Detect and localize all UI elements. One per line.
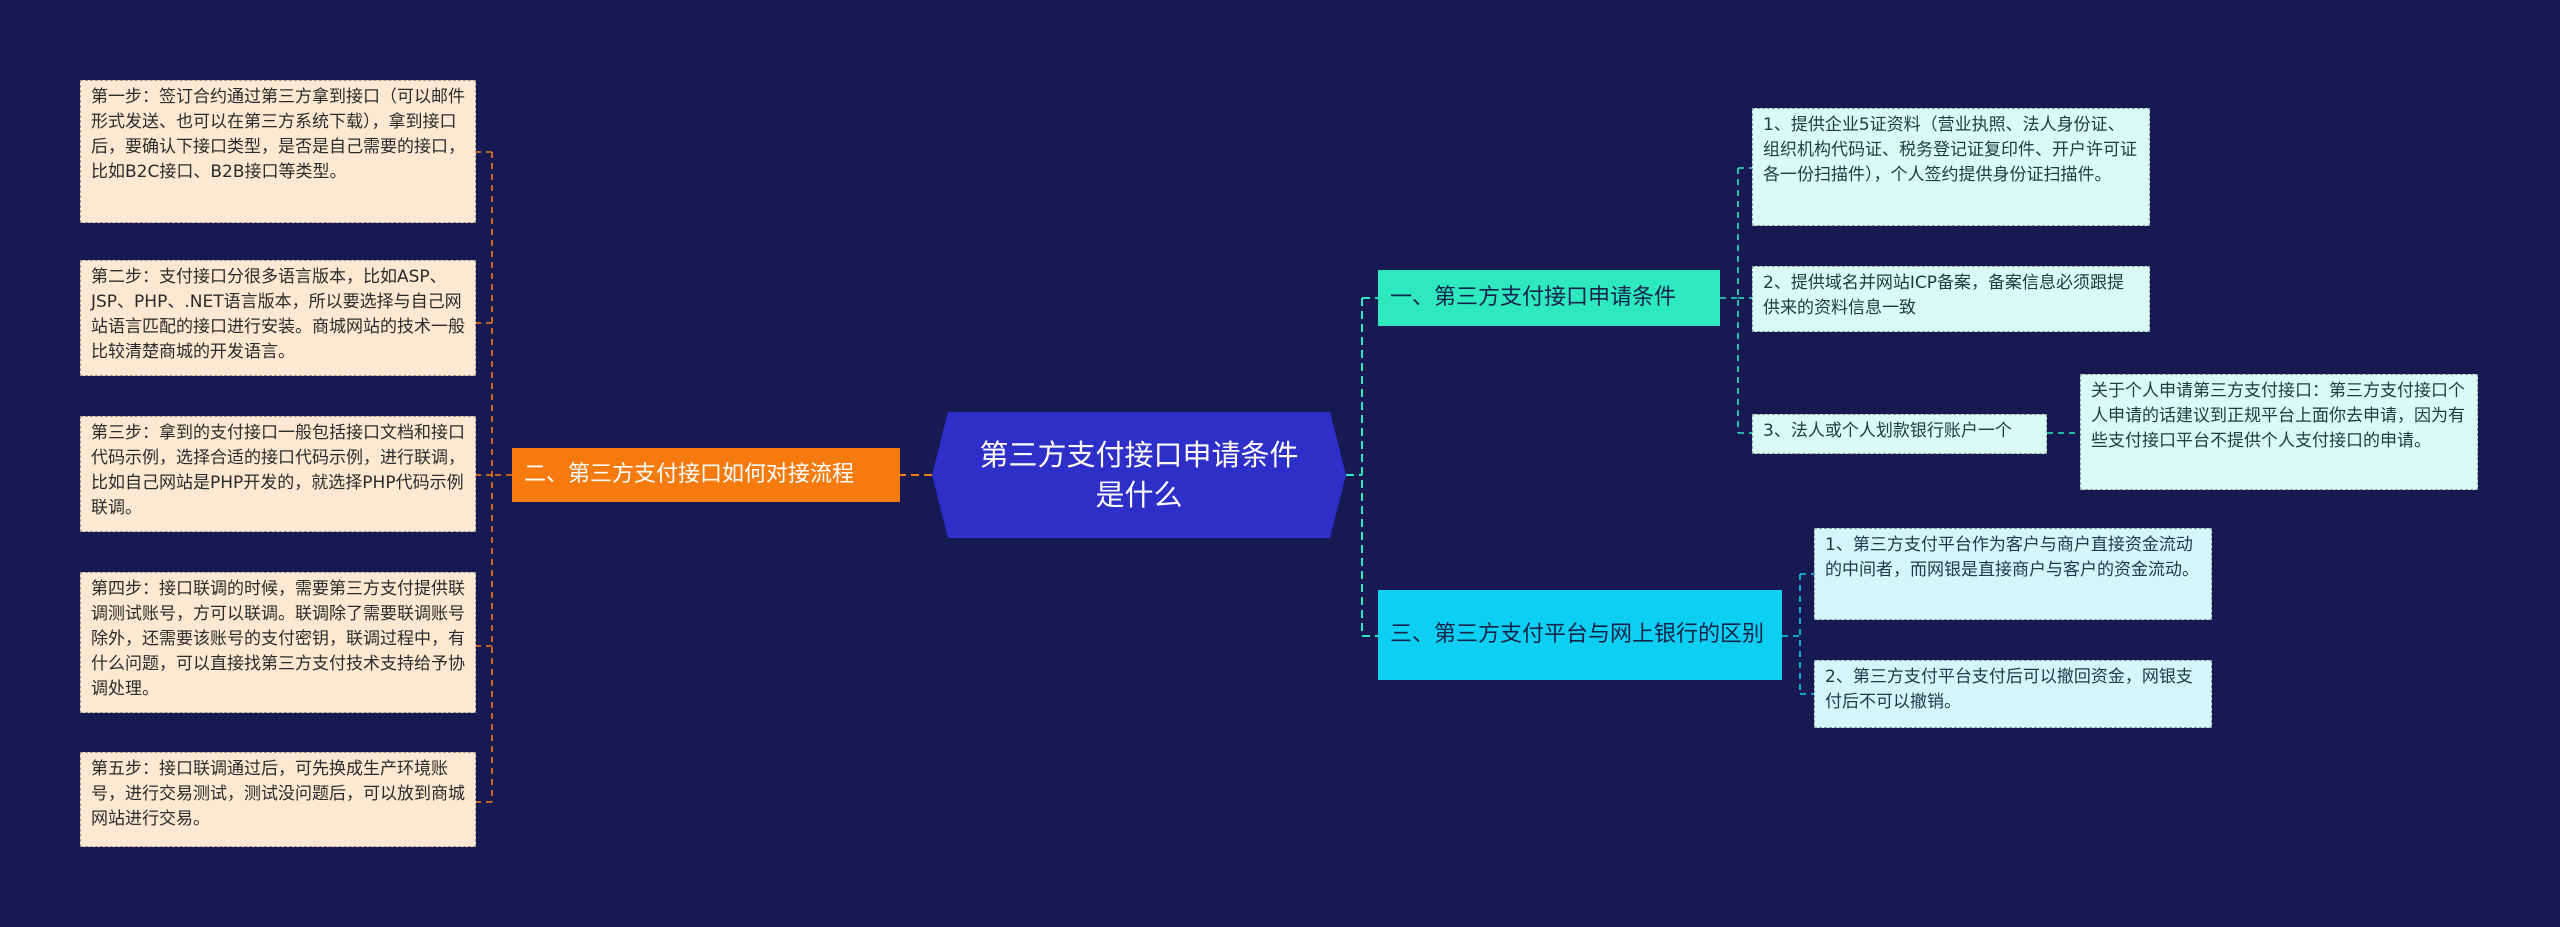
leaf-step-2-text: 第二步：支付接口分很多语言版本，比如ASP、JSP、PHP、.NET语言版本，所… <box>91 267 465 362</box>
leaf-difference-2[interactable]: 2、第三方支付平台支付后可以撤回资金，网银支付后不可以撤销。 <box>1814 660 2212 728</box>
leaf-condition-1[interactable]: 1、提供企业5证资料（营业执照、法人身份证、组织机构代码证、税务登记证复印件、开… <box>1752 108 2150 226</box>
leaf-step-2[interactable]: 第二步：支付接口分很多语言版本，比如ASP、JSP、PHP、.NET语言版本，所… <box>80 260 476 376</box>
leaf-condition-2-text: 2、提供域名并网站ICP备案，备案信息必须跟提供来的资料信息一致 <box>1763 273 2124 318</box>
leaf-step-1-text: 第一步：签订合约通过第三方拿到接口（可以邮件形式发送、也可以在第三方系统下载），… <box>91 87 465 182</box>
branch-application-conditions[interactable]: 一、第三方支付接口申请条件 <box>1378 270 1720 326</box>
connector-left-leaves <box>476 151 512 803</box>
leaf-condition-3-note[interactable]: 关于个人申请第三方支付接口：第三方支付接口个人申请的话建议到正规平台上面你去申请… <box>2080 374 2478 490</box>
leaf-step-3[interactable]: 第三步：拿到的支付接口一般包括接口文档和接口代码示例，选择合适的接口代码示例，进… <box>80 416 476 532</box>
branch-integration-process-label: 二、第三方支付接口如何对接流程 <box>524 462 855 487</box>
connector-right-top-leaves <box>1720 167 1752 434</box>
leaf-step-3-text: 第三步：拿到的支付接口一般包括接口文档和接口代码示例，选择合适的接口代码示例，进… <box>91 423 465 518</box>
branch-integration-process[interactable]: 二、第三方支付接口如何对接流程 <box>512 448 900 502</box>
leaf-step-4[interactable]: 第四步：接口联调的时候，需要第三方支付提供联调测试账号，方可以联调。联调除了需要… <box>80 572 476 713</box>
leaf-difference-2-text: 2、第三方支付平台支付后可以撤回资金，网银支付后不可以撤销。 <box>1825 667 2193 712</box>
leaf-step-4-text: 第四步：接口联调的时候，需要第三方支付提供联调测试账号，方可以联调。联调除了需要… <box>91 579 465 699</box>
leaf-condition-3-note-text: 关于个人申请第三方支付接口：第三方支付接口个人申请的话建议到正规平台上面你去申请… <box>2091 381 2465 451</box>
branch-application-conditions-label: 一、第三方支付接口申请条件 <box>1390 285 1677 310</box>
leaf-difference-1-text: 1、第三方支付平台作为客户与商户直接资金流动的中间者，而网银是直接商户与客户的资… <box>1825 535 2199 580</box>
leaf-condition-2[interactable]: 2、提供域名并网站ICP备案，备案信息必须跟提供来的资料信息一致 <box>1752 266 2150 332</box>
connector-root-right <box>1346 297 1378 637</box>
leaf-difference-1[interactable]: 1、第三方支付平台作为客户与商户直接资金流动的中间者，而网银是直接商户与客户的资… <box>1814 528 2212 620</box>
branch-difference-online-banking[interactable]: 三、第三方支付平台与网上银行的区别 <box>1378 590 1782 680</box>
leaf-step-1[interactable]: 第一步：签订合约通过第三方拿到接口（可以邮件形式发送、也可以在第三方系统下载），… <box>80 80 476 223</box>
leaf-step-5-text: 第五步：接口联调通过后，可先换成生产环境账号，进行交易测试，测试没问题后，可以放… <box>91 759 465 829</box>
leaf-condition-1-text: 1、提供企业5证资料（营业执照、法人身份证、组织机构代码证、税务登记证复印件、开… <box>1763 115 2137 185</box>
connector-right-bottom-leaves <box>1782 573 1814 695</box>
root-title: 第三方支付接口申请条件是什么 <box>979 438 1299 512</box>
branch-difference-online-banking-label: 三、第三方支付平台与网上银行的区别 <box>1390 622 1765 647</box>
leaf-condition-3-text: 3、法人或个人划款银行账户一个 <box>1763 421 2012 441</box>
leaf-condition-3[interactable]: 3、法人或个人划款银行账户一个 <box>1752 414 2047 454</box>
leaf-step-5[interactable]: 第五步：接口联调通过后，可先换成生产环境账号，进行交易测试，测试没问题后，可以放… <box>80 752 476 847</box>
root-node[interactable]: 第三方支付接口申请条件是什么 <box>932 412 1346 538</box>
